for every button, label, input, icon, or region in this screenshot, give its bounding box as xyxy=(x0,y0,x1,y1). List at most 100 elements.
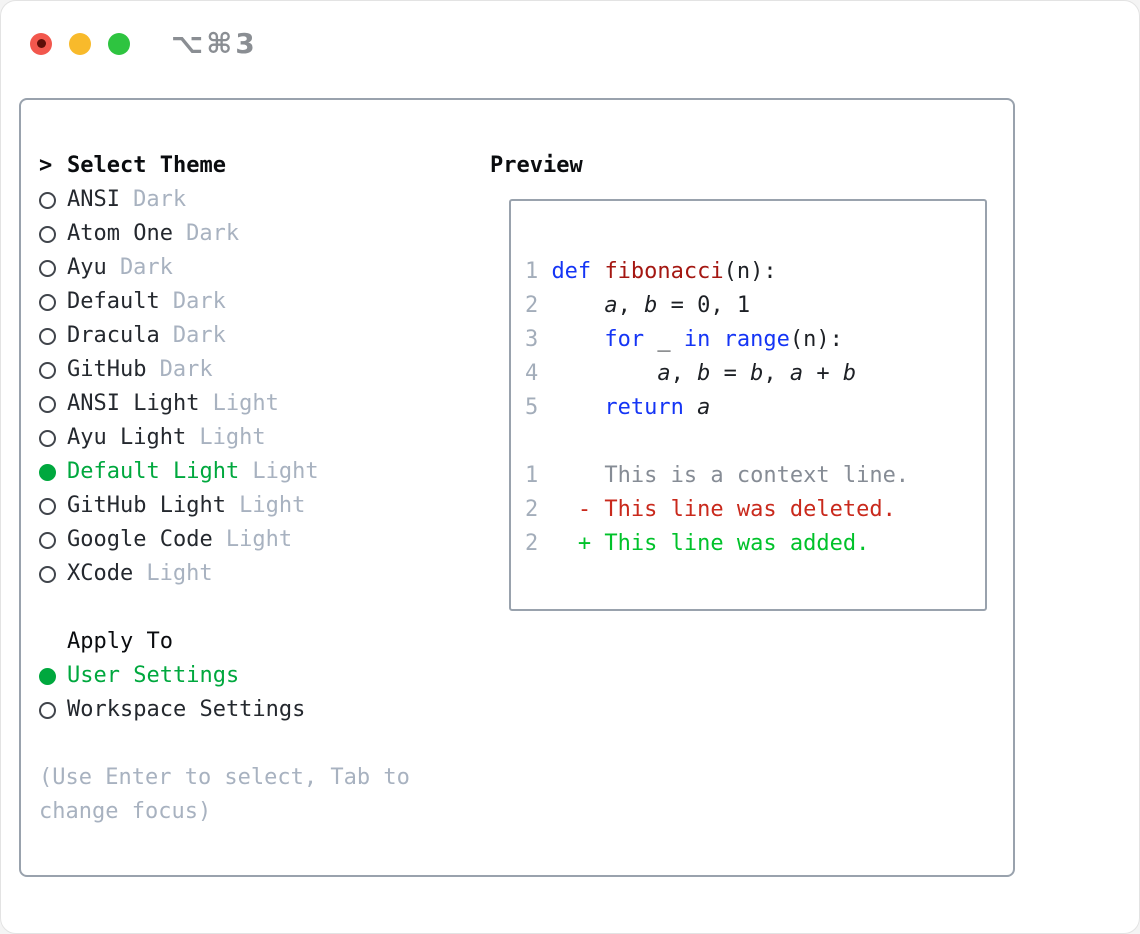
code-segment: b xyxy=(842,361,857,386)
theme-name: XCode xyxy=(67,561,134,586)
radio-unselected-icon xyxy=(39,259,56,277)
diff-text: This is a context line. xyxy=(551,463,910,488)
diff-line: 1 This is a context line. xyxy=(525,459,985,493)
radio-icon xyxy=(39,191,67,209)
theme-variant-tag: Dark xyxy=(172,323,226,348)
radio-unselected-icon xyxy=(39,293,56,311)
code-segment xyxy=(551,323,604,357)
radio-icon xyxy=(39,701,67,719)
code-segment: + xyxy=(803,361,843,386)
code-segment: (n): xyxy=(723,259,777,284)
code-segment: for xyxy=(604,327,645,352)
radio-icon xyxy=(39,395,67,413)
code-line: 3 for _ in range(n): xyxy=(525,323,985,357)
spacer xyxy=(39,727,479,761)
theme-variant-tag: Light xyxy=(146,561,213,586)
theme-variant-tag: Dark xyxy=(119,255,173,280)
code-segment: a xyxy=(604,293,618,318)
code-segment: a xyxy=(789,361,804,386)
code-segment: b xyxy=(750,361,764,386)
code-segment: a xyxy=(697,395,711,420)
code-segment xyxy=(551,289,604,323)
theme-name: ANSI xyxy=(67,187,120,212)
code-segment xyxy=(551,391,604,425)
theme-option[interactable]: Google Code Light xyxy=(39,523,479,557)
line-number: 2 xyxy=(525,531,539,556)
apply-option-label: Workspace Settings xyxy=(67,697,306,722)
radio-icon xyxy=(39,565,67,583)
code-segment: , xyxy=(763,361,790,386)
theme-name: Google Code xyxy=(67,527,213,552)
radio-unselected-icon xyxy=(39,531,56,549)
line-number: 1 xyxy=(525,259,539,284)
code-segment: in xyxy=(683,327,711,352)
apply-to-title: Apply To xyxy=(67,629,173,654)
line-number: 3 xyxy=(525,327,539,352)
radio-icon xyxy=(39,293,67,311)
radio-unselected-icon xyxy=(39,191,56,209)
close-button[interactable] xyxy=(30,32,52,55)
line-number: 5 xyxy=(525,395,539,420)
radio-selected-icon xyxy=(39,463,56,481)
theme-variant-tag: Light xyxy=(225,527,293,552)
theme-option[interactable]: ANSI Light Light xyxy=(39,387,479,421)
theme-name: Atom One xyxy=(67,221,173,246)
radio-unselected-icon xyxy=(39,701,56,719)
diff-line: 2 + This line was added. xyxy=(525,527,985,561)
code-segment: _ xyxy=(644,327,684,352)
radio-icon xyxy=(39,327,67,345)
code-line: 5 return a xyxy=(525,391,985,425)
line-number: 2 xyxy=(525,293,539,318)
minimize-button[interactable] xyxy=(69,32,91,55)
prompt-icon: > xyxy=(39,153,53,178)
radio-unselected-icon xyxy=(39,395,56,413)
spacer xyxy=(39,591,479,625)
radio-icon xyxy=(39,667,67,685)
radio-unselected-icon xyxy=(39,361,56,379)
code-segment: (n): xyxy=(789,327,843,352)
code-segment: def xyxy=(551,259,592,284)
apply-option-label: User Settings xyxy=(67,663,240,688)
code-segment xyxy=(551,357,657,391)
theme-name: Default Light xyxy=(67,459,240,484)
theme-option[interactable]: XCode Light xyxy=(39,557,479,591)
theme-name: ANSI Light xyxy=(67,391,200,416)
theme-name: Ayu Light xyxy=(67,425,187,450)
code-segment: fibonacci xyxy=(604,259,724,284)
radio-icon xyxy=(39,361,67,379)
window-shortcut-label: ⌥⌘3 xyxy=(171,27,258,60)
apply-option[interactable]: Workspace Settings xyxy=(39,693,479,727)
code-segment xyxy=(684,391,697,425)
theme-variant-tag: Dark xyxy=(186,221,240,246)
radio-icon xyxy=(39,497,67,515)
code-segment: return xyxy=(604,395,684,420)
diff-line: 2 - This line was deleted. xyxy=(525,493,985,527)
radio-unselected-icon xyxy=(39,327,56,345)
diff-text: + This line was added. xyxy=(551,531,870,556)
theme-list-title: Select Theme xyxy=(67,153,226,178)
zoom-button[interactable] xyxy=(108,32,130,55)
code-line: 1 def fibonacci(n): xyxy=(525,255,985,289)
theme-variant-tag: Light xyxy=(212,391,279,416)
radio-unselected-icon xyxy=(39,565,56,583)
theme-option[interactable]: Atom One Dark xyxy=(39,217,479,251)
apply-option[interactable]: User Settings xyxy=(39,659,479,693)
code-segment: = 0, 1 xyxy=(657,293,751,318)
apply-to-title-row: Apply To xyxy=(39,625,479,659)
theme-variant-tag: Dark xyxy=(159,357,213,382)
theme-name: GitHub Light xyxy=(67,493,226,518)
radio-icon xyxy=(39,259,67,277)
titlebar: ⌥⌘3 xyxy=(30,27,258,60)
